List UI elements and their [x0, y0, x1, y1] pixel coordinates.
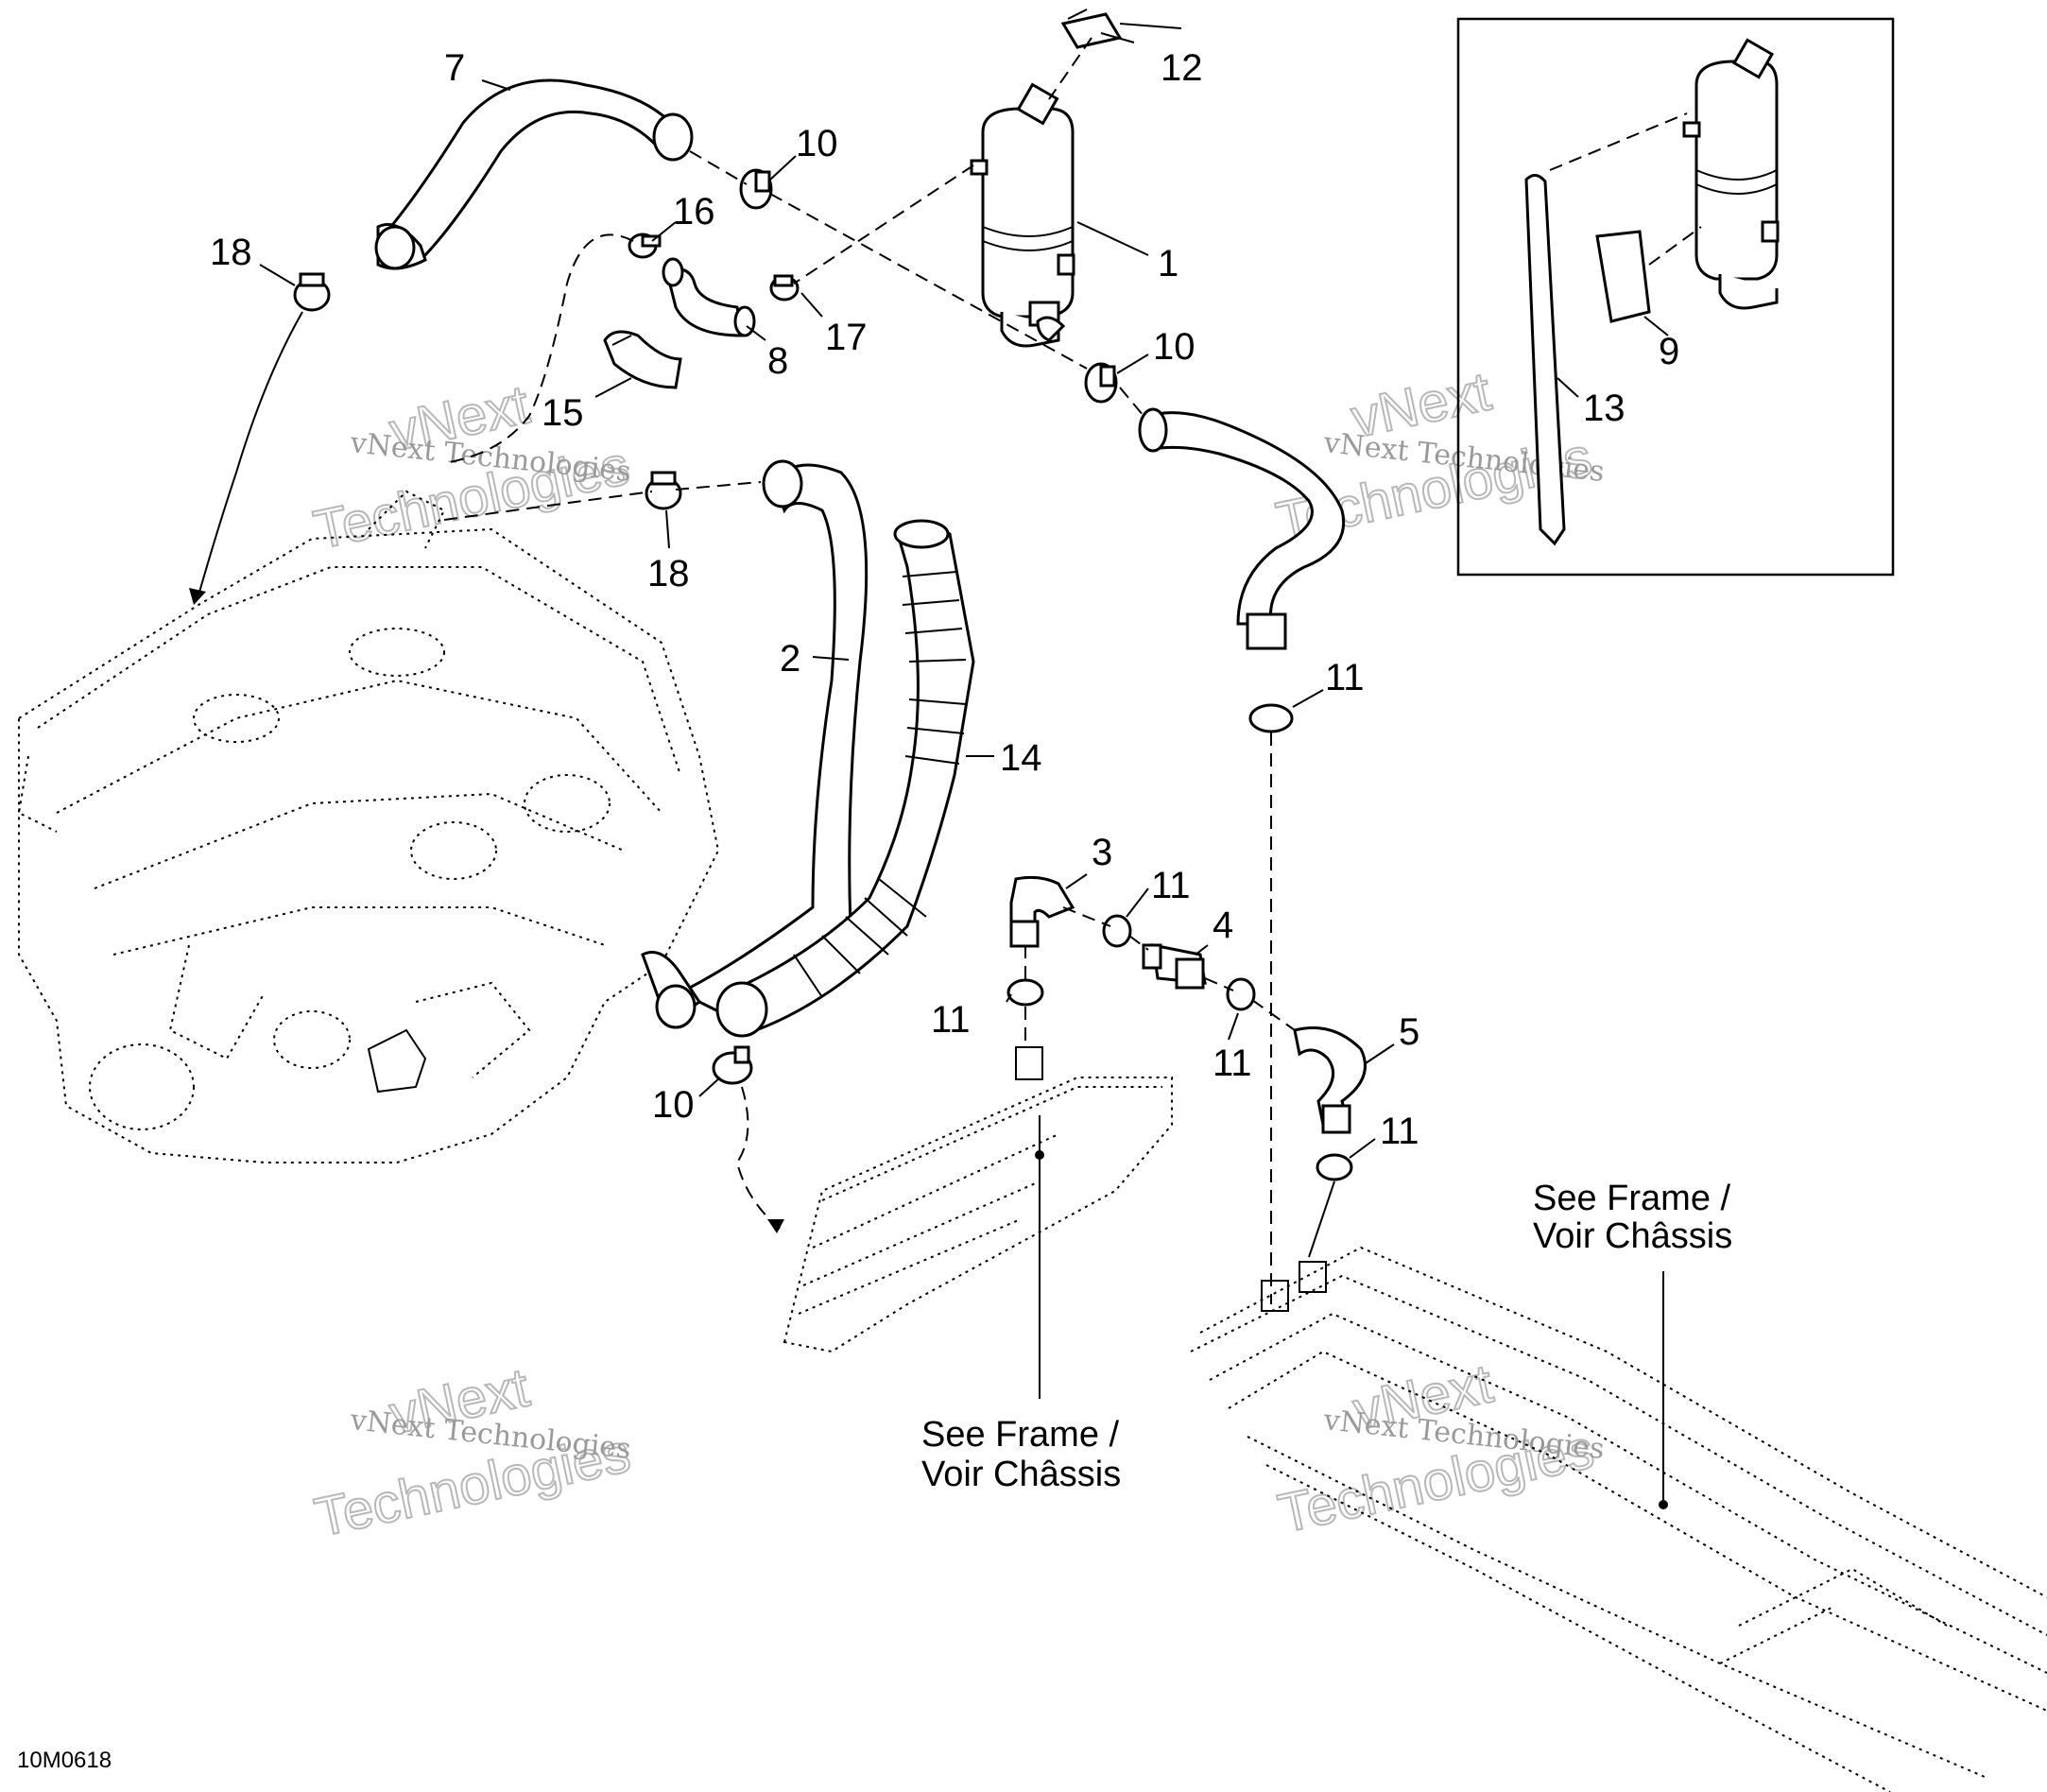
clamp-17: [769, 274, 800, 302]
clamp-10-top: [739, 168, 773, 210]
callout-11-c: 11: [931, 999, 971, 1041]
callout-11-b: 11: [1151, 865, 1191, 906]
return-hose: [1138, 407, 1346, 650]
callout-3: 3: [1092, 832, 1112, 873]
callout-14: 14: [1000, 737, 1042, 779]
tee-connector-4: [1142, 943, 1207, 990]
clamp-10-mid: [1084, 362, 1118, 404]
callout-10-top: 10: [796, 123, 838, 164]
frame-chassis-outline: [1190, 1246, 2047, 1792]
clamp-18-mid: [645, 471, 682, 510]
note-frame-right-line2: Voir Châssis: [1533, 1216, 1732, 1256]
callout-11-d: 11: [1213, 1042, 1252, 1084]
callout-11-a: 11: [1325, 657, 1365, 698]
engine-outline: [17, 490, 720, 1163]
callout-16: 16: [673, 191, 715, 233]
clamp-16: [628, 233, 662, 259]
note-frame-center-line1: See Frame /: [921, 1415, 1120, 1455]
callout-13: 13: [1583, 388, 1626, 429]
clamp-11-c: [1006, 978, 1044, 1007]
hose-5: [1293, 1026, 1367, 1134]
callout-1: 1: [1158, 243, 1178, 284]
note-frame-right-line1: See Frame /: [1533, 1179, 1731, 1218]
heat-exchanger-outline: [783, 1046, 1173, 1353]
callout-4: 4: [1213, 905, 1233, 946]
clamp-11-b: [1102, 914, 1132, 948]
callout-8: 8: [767, 340, 788, 382]
clamp-11-d: [1226, 977, 1256, 1011]
reservoir-cap: [1060, 9, 1123, 49]
hose-8: [662, 257, 756, 337]
inset-alt-reservoir: [1456, 17, 1895, 577]
callout-7: 7: [444, 47, 465, 89]
callout-15: 15: [542, 392, 584, 434]
elbow-3: [1009, 875, 1075, 948]
note-frame-center-line2: Voir Châssis: [921, 1455, 1121, 1494]
hose-14: [715, 519, 975, 1038]
callout-12: 12: [1161, 47, 1203, 89]
hose-7: [374, 78, 694, 270]
clamp-11-e: [1316, 1153, 1353, 1181]
callout-18-mid: 18: [647, 553, 690, 594]
coolant-reservoir: [970, 82, 1075, 348]
clamp-11-a: [1248, 703, 1294, 733]
assembly-lines: [189, 37, 1335, 1304]
callout-10-bottom: 10: [652, 1084, 695, 1126]
callout-17: 17: [825, 317, 868, 358]
callout-11-e: 11: [1380, 1111, 1419, 1152]
callout-10-mid: 10: [1153, 326, 1196, 368]
callout-5: 5: [1399, 1011, 1419, 1053]
leader-lines: [259, 23, 1669, 1509]
callout-9: 9: [1659, 331, 1679, 372]
clamp-18-top: [293, 272, 331, 312]
hose-15: [603, 330, 682, 389]
clamp-10-bottom: [712, 1045, 753, 1085]
drawing-code: 10M0618: [17, 1748, 112, 1773]
callout-18-top: 18: [210, 232, 252, 273]
callout-2: 2: [780, 638, 800, 680]
